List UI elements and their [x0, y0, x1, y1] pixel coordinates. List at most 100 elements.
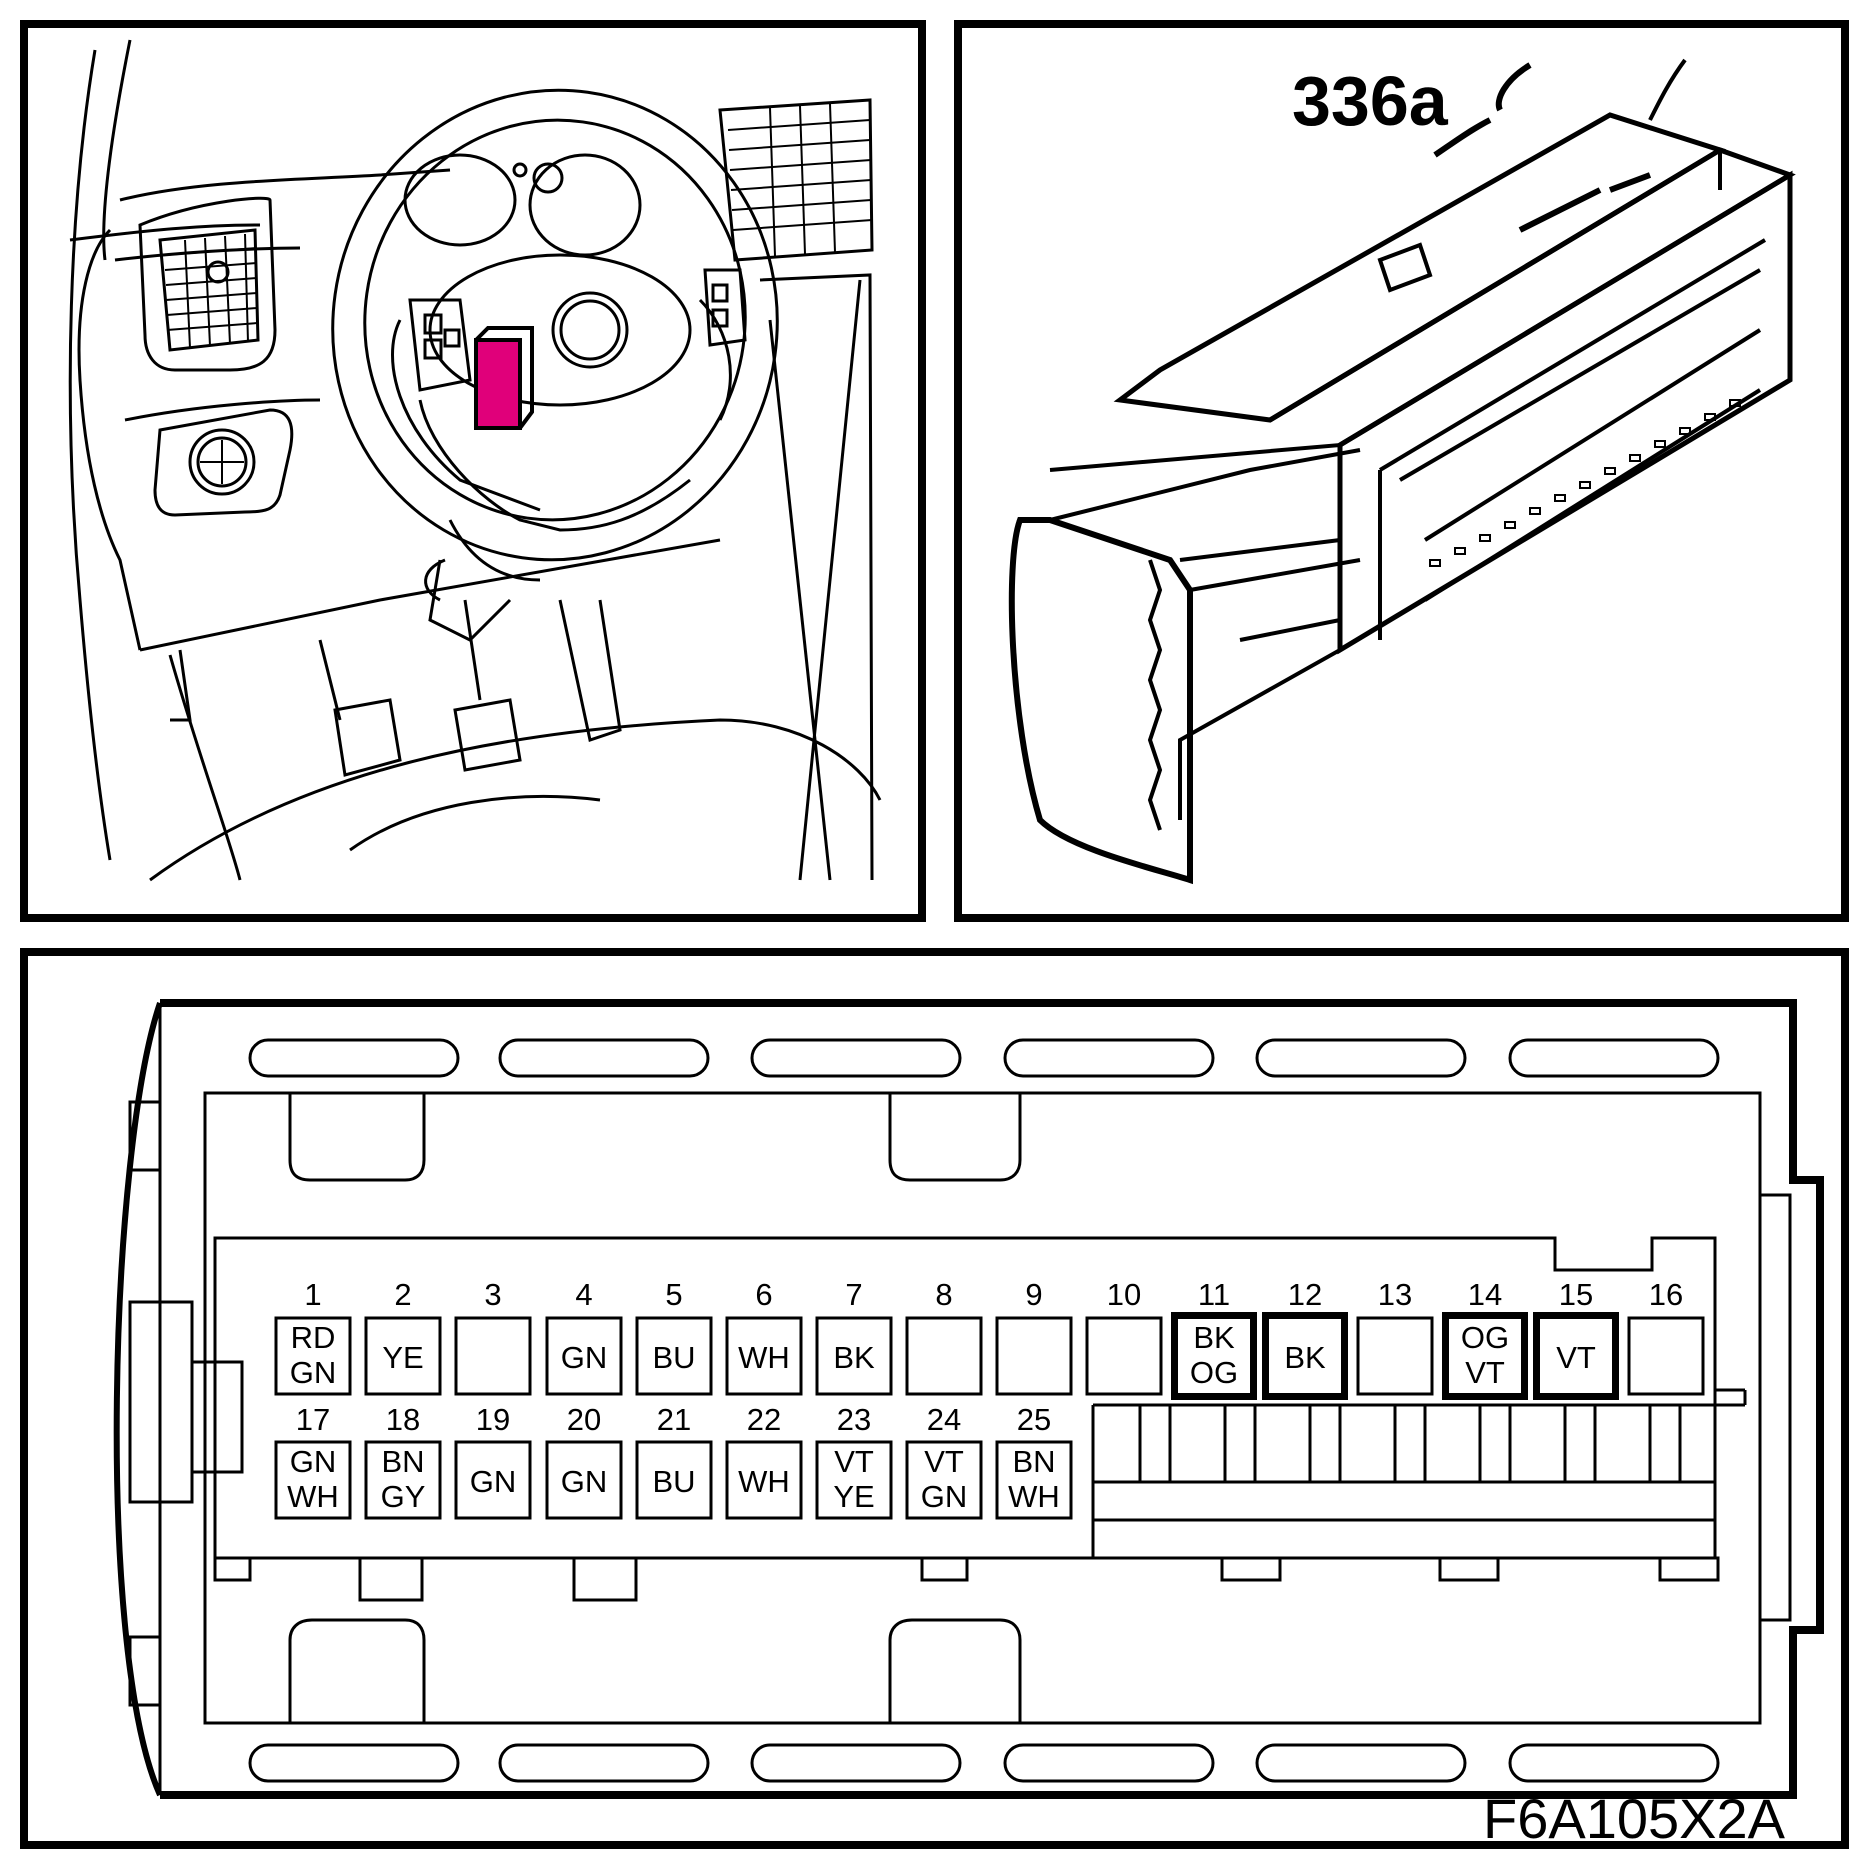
pin-number: 20 [567, 1402, 601, 1437]
pin-7: 7BK [815, 1277, 893, 1396]
wire-color-label: BU [652, 1340, 695, 1375]
wire-color-label: WH [738, 1464, 790, 1499]
panel-connector-view [954, 20, 1849, 922]
pin-10: 10 [1085, 1277, 1163, 1396]
pin-number: 1 [304, 1277, 321, 1312]
pin-cavity [995, 1316, 1073, 1396]
pin-number: 23 [837, 1402, 871, 1437]
pin-number: 6 [755, 1277, 772, 1312]
pin-13: 13 [1356, 1277, 1434, 1396]
pin-number: 25 [1017, 1402, 1051, 1437]
wire-color-label: OG [1190, 1355, 1238, 1390]
pin-number: 13 [1378, 1277, 1412, 1312]
pin-cavity [1356, 1316, 1434, 1396]
wire-color-label: BN [381, 1444, 424, 1479]
pin-2: 2YE [364, 1277, 442, 1396]
wire-color-label: WH [738, 1340, 790, 1375]
wire-color-label: GN [921, 1479, 968, 1514]
pin-cavity [364, 1316, 442, 1396]
pin-cavity [995, 1440, 1073, 1520]
pin-number: 3 [484, 1277, 501, 1312]
pin-number: 5 [665, 1277, 682, 1312]
pin-cavity [1447, 1317, 1523, 1395]
pin-number: 2 [394, 1277, 411, 1312]
pin-number: 22 [747, 1402, 781, 1437]
pin-cavity [1267, 1317, 1343, 1395]
pin-number: 21 [657, 1402, 691, 1437]
panel-pinout [20, 948, 1849, 1849]
wire-color-label: GN [561, 1340, 608, 1375]
pin-cavity [364, 1440, 442, 1520]
panel-location-view [20, 20, 926, 922]
wire-color-label: VT [924, 1444, 964, 1479]
wire-color-label: BU [652, 1464, 695, 1499]
pin-9: 9 [995, 1277, 1073, 1396]
wire-color-label: GN [470, 1464, 517, 1499]
pin-number: 9 [1025, 1277, 1042, 1312]
wire-color-label: BN [1012, 1444, 1055, 1479]
pin-number: 7 [845, 1277, 862, 1312]
pin-cavity [454, 1440, 532, 1520]
pin-4: 4GN [545, 1277, 623, 1396]
pin-cavity [454, 1316, 532, 1396]
pin-cavity [815, 1440, 893, 1520]
pin-number: 16 [1649, 1277, 1683, 1312]
pin-cavity [1538, 1317, 1614, 1395]
wire-color-label: WH [287, 1479, 339, 1514]
pin-cavity [815, 1316, 893, 1396]
wire-color-label: GN [290, 1444, 337, 1479]
figure-code: F6A105X2A [1483, 1787, 1786, 1850]
wire-color-label: YE [382, 1340, 423, 1375]
pin-16: 16 [1627, 1277, 1705, 1396]
pin-cavity [1176, 1317, 1252, 1395]
wire-color-label: VT [1465, 1355, 1505, 1390]
pin-number: 15 [1559, 1277, 1593, 1312]
pin-cavity [274, 1440, 352, 1520]
pin-number: 12 [1288, 1277, 1322, 1312]
pin-cavity [905, 1316, 983, 1396]
pin-cavity [545, 1316, 623, 1396]
wire-color-label: WH [1008, 1479, 1060, 1514]
wire-color-label: BK [833, 1340, 875, 1375]
pin-3: 3 [454, 1277, 532, 1396]
wire-color-label: GN [561, 1464, 608, 1499]
pin-cavity [725, 1316, 803, 1396]
pin-5: 5BU [635, 1277, 713, 1396]
connector-label: 336a [1292, 62, 1449, 140]
pin-cavity [545, 1440, 623, 1520]
pin-cavity [1085, 1316, 1163, 1396]
pin-cavity [905, 1440, 983, 1520]
pin-number: 10 [1107, 1277, 1141, 1312]
pin-cavity [725, 1440, 803, 1520]
wire-color-label: YE [833, 1479, 874, 1514]
wire-color-label: BK [1193, 1320, 1235, 1355]
pin-number: 18 [386, 1402, 420, 1437]
wire-color-label: VT [1556, 1340, 1596, 1375]
connector-location-marker [474, 338, 522, 430]
pin-number: 14 [1468, 1277, 1502, 1312]
pin-number: 4 [575, 1277, 592, 1312]
pin-cavity [635, 1316, 713, 1396]
wire-color-label: RD [291, 1320, 336, 1355]
pin-6: 6WH [725, 1277, 803, 1396]
pin-cavity [1627, 1316, 1705, 1396]
pin-number: 11 [1198, 1277, 1230, 1312]
wire-color-label: GN [290, 1355, 337, 1390]
wire-color-label: VT [834, 1444, 874, 1479]
wire-color-label: OG [1461, 1320, 1509, 1355]
